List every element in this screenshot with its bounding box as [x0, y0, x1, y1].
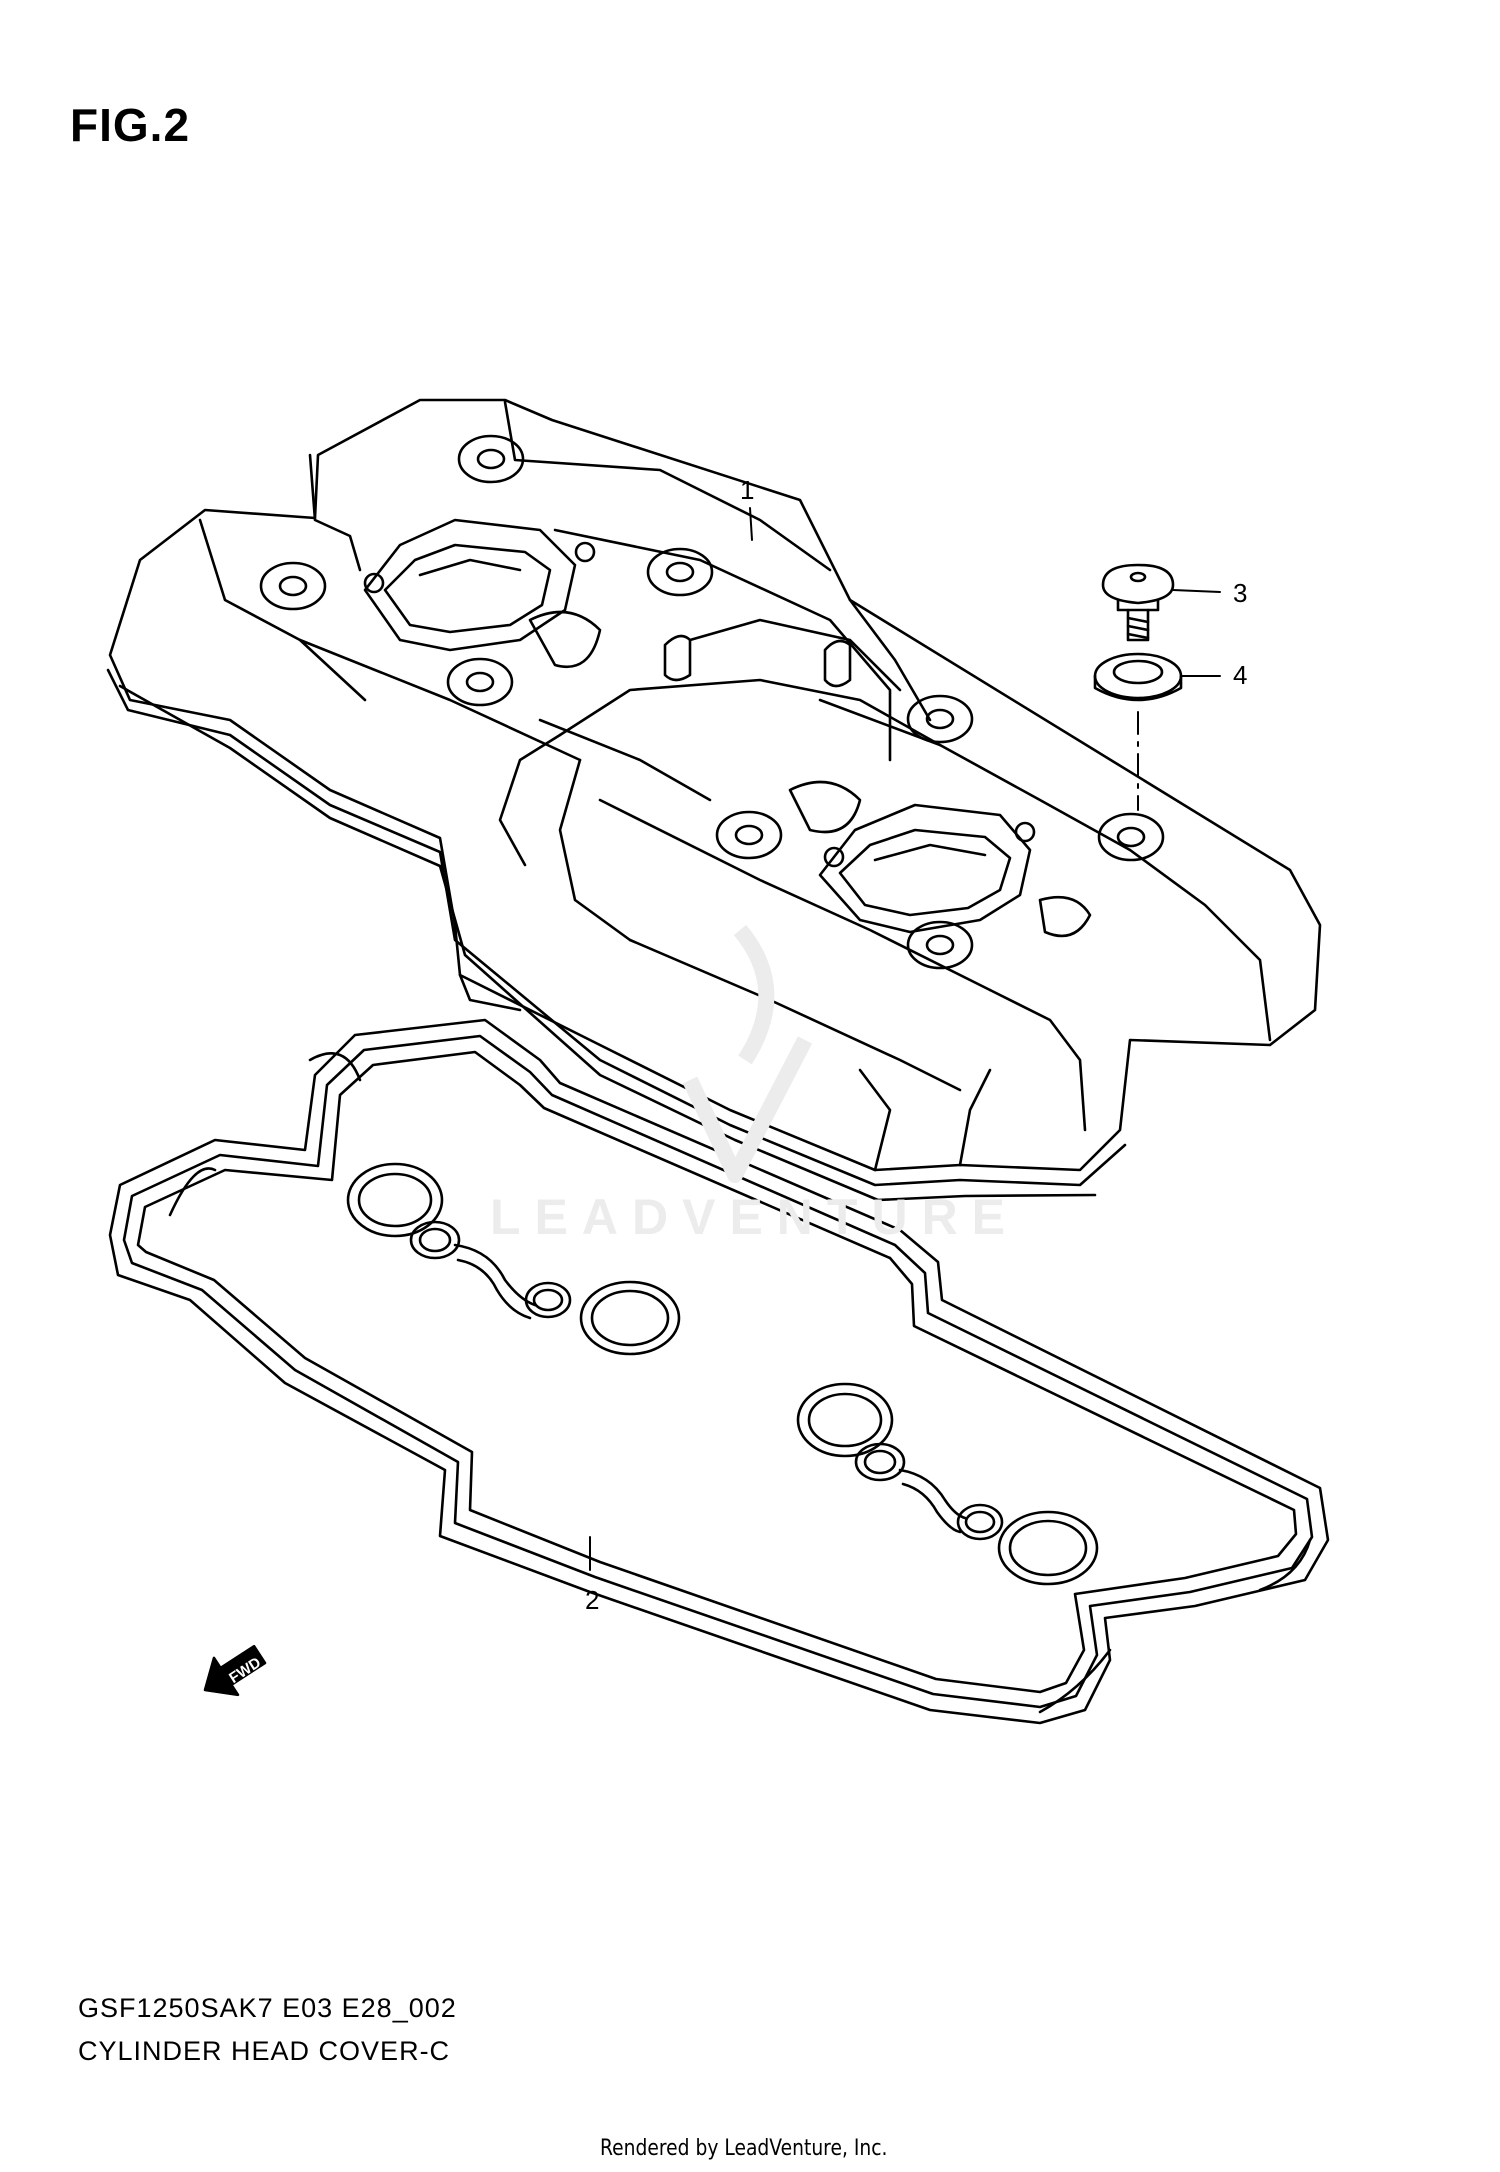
leadventure-logo-icon — [682, 924, 813, 1183]
callout-4: 4 — [1233, 660, 1248, 690]
callout-3: 3 — [1233, 578, 1248, 608]
cover-bolt — [1101, 563, 1175, 642]
assembly-name: CYLINDER HEAD COVER-C — [78, 2036, 451, 2066]
callout-1: 1 — [740, 475, 755, 505]
cylinder-head-cover — [106, 398, 1322, 1202]
watermark-text: LEADVENTURE — [490, 1189, 1020, 1245]
bolt-seal-washer — [1093, 652, 1183, 702]
figure-title: FIG.2 — [70, 99, 191, 151]
model-code: GSF1250SAK7 E03 E28_002 — [78, 1993, 457, 2023]
cover-gasket — [108, 1018, 1330, 1725]
callout-2: 2 — [585, 1585, 600, 1615]
forward-arrow-icon — [203, 1644, 267, 1697]
render-credit: Rendered by LeadVenture, Inc. — [600, 2136, 888, 2161]
leader-lines — [589, 507, 1221, 1571]
